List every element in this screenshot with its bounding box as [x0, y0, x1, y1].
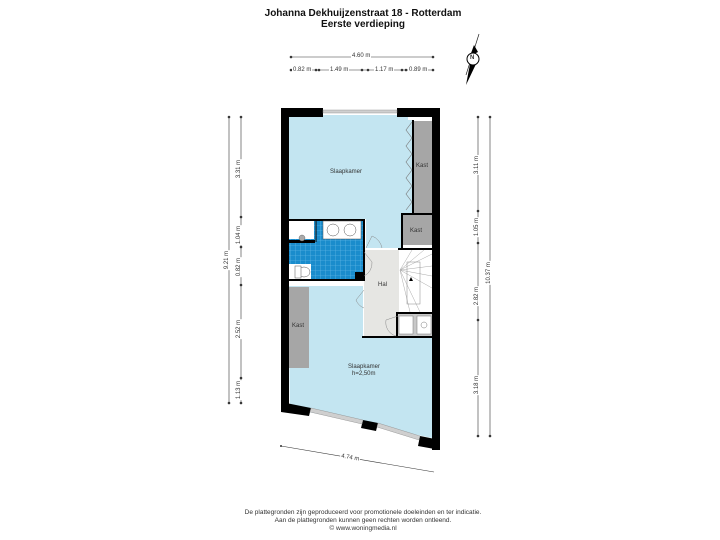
dim-right-total: 10.37 m — [485, 261, 492, 285]
compass-icon — [465, 33, 480, 85]
floor-subtitle: Eerste verdieping — [321, 19, 405, 30]
room-label-closet-left: Kast — [292, 323, 305, 329]
page-title: Johanna Dekhuijzenstraat 18 - Rotterdam — [264, 8, 462, 19]
disclaimer-line-1: De plattegronden zijn geproduceerd voor … — [244, 509, 482, 516]
dim-top-total: 4.60 m — [351, 53, 372, 59]
hall-floor — [364, 250, 399, 338]
room-label-bedroom-bottom: Slaapkamer — [348, 364, 381, 370]
closet-small — [403, 215, 432, 245]
door-swings — [355, 235, 399, 337]
dim-left-seg-5: 1.13 m — [236, 379, 243, 401]
room-label-closet-small: Kast — [410, 228, 423, 234]
room-label-hall: Hal — [378, 282, 388, 288]
dim-left-seg-4: 2.52 m — [236, 318, 243, 340]
dim-right-seg-2: 1.05 m — [474, 216, 481, 238]
dim-right-seg-3: 2.82 m — [474, 285, 481, 307]
bathroom-fixtures — [289, 220, 362, 279]
dim-right-seg-1: 3.11 m — [473, 155, 480, 175]
copyright: © www.woningmedia.nl — [329, 525, 397, 532]
disclaimer: De plattegronden zijn geproduceerd voor … — [0, 509, 720, 533]
dim-left-seg-2: 1.04 m — [236, 224, 243, 246]
dim-left-total: 9.21 m — [224, 249, 231, 271]
dim-top-seg-1: 0.82 m — [292, 67, 313, 73]
walls — [281, 108, 440, 450]
closet-top-right — [414, 121, 432, 213]
bedroom-bottom-floor — [288, 286, 432, 438]
stairwell — [400, 250, 432, 312]
stair-arrow-icon — [409, 277, 413, 281]
bedroom-top-floor — [288, 115, 414, 248]
wardrobe-folding-doors — [405, 121, 413, 211]
closet-left — [289, 287, 309, 368]
room-label-bedroom-top: Slaapkamer — [330, 169, 363, 175]
compass-north-label: N — [470, 55, 475, 61]
dim-top-seg-4: 0.89 m — [408, 67, 429, 73]
disclaimer-line-2: Aan de plattegronden kunnen geen rechten… — [274, 517, 452, 524]
room-label-ceiling-height: h=2,50m — [352, 371, 376, 377]
windows — [309, 109, 421, 441]
staircase — [399, 249, 433, 313]
room-label-closet-top-right: Kast — [416, 163, 429, 169]
dim-top-seg-3: 1.17 m — [374, 67, 395, 73]
toilet-fixtures — [398, 315, 432, 335]
dim-left-seg-3: 0.82 m — [236, 256, 243, 278]
dim-top-seg-2: 1.49 m — [329, 67, 350, 73]
dim-right-seg-4: 3.18 m — [474, 374, 481, 396]
dim-left-seg-1: 3.31 m — [236, 158, 243, 180]
